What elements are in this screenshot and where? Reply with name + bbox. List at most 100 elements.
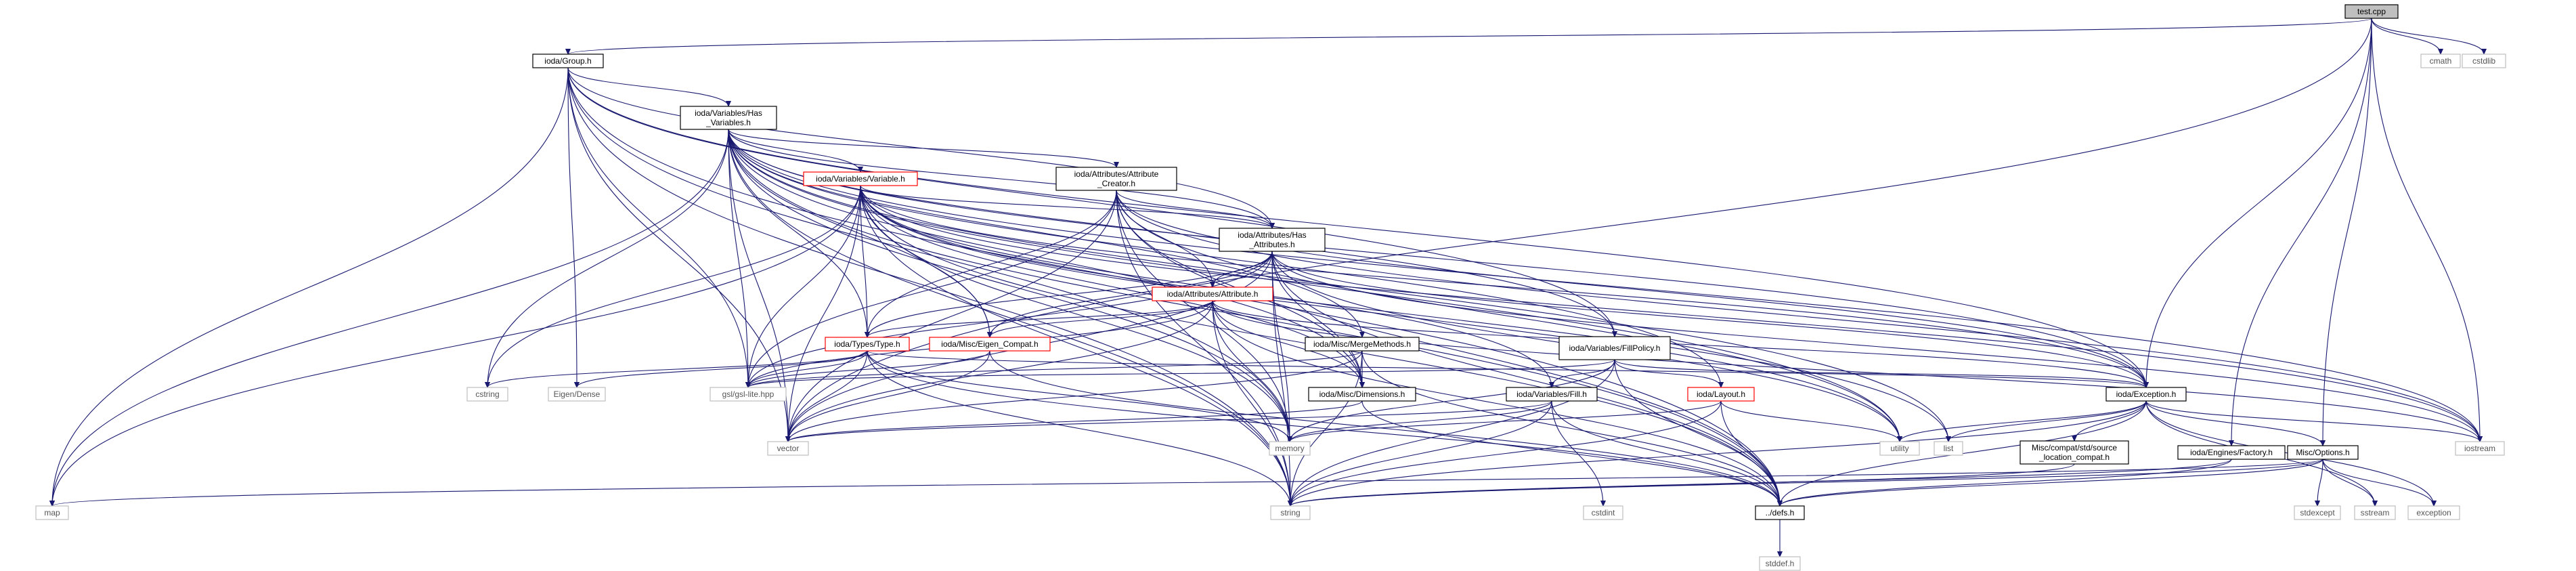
node-layout-label: ioda/Layout.h <box>1697 389 1745 399</box>
node-dimensions-box <box>1308 387 1416 402</box>
edge-variable-to-fill <box>860 185 1552 387</box>
edge-fillpolicy-to-layout <box>1614 359 1721 387</box>
edge-fill-to-memory <box>1290 400 1552 442</box>
edge-hasvars-to-cstring <box>487 129 729 387</box>
edge-test-to-group <box>568 18 2372 54</box>
edge-attrcreator-to-hasattrs <box>1116 190 1272 228</box>
node-fillpolicy-box <box>1558 336 1671 360</box>
node-eigendense: Eigen/Dense <box>548 387 606 402</box>
node-attribute[interactable]: ioda/Attributes/Attribute.h <box>1152 287 1273 301</box>
node-fill-label: ioda/Variables/Fill.h <box>1516 389 1587 399</box>
edge-variable-to-list <box>860 185 1948 442</box>
node-sstream-box <box>2354 505 2396 520</box>
edge-hasattrs-to-defs <box>1271 251 1780 506</box>
edge-type-to-gsl <box>748 350 868 387</box>
edge-fillpolicy-to-string <box>1290 359 1615 506</box>
edge-exception-to-options <box>2145 400 2323 446</box>
node-cmath-label: cmath <box>2430 56 2452 66</box>
edge-group-to-exception <box>567 67 2146 387</box>
node-attribute-label: ioda/Attributes/Attribute.h <box>1167 289 1259 299</box>
edge-hasvars-to-utility <box>728 129 1900 442</box>
edge-options-to-map <box>52 459 2323 506</box>
edge-hasvars-to-defs <box>728 129 1780 506</box>
edge-variable-to-hasattrs <box>860 185 1272 228</box>
edge-hasattrs-to-exception <box>1271 251 2146 387</box>
node-cstring-box <box>466 387 508 402</box>
node-exception[interactable]: ioda/Exception.h <box>2105 387 2187 402</box>
node-dimensions[interactable]: ioda/Misc/Dimensions.h <box>1308 387 1416 402</box>
edge-mergemethods-to-string <box>1290 350 1363 506</box>
node-fillpolicy[interactable]: ioda/Variables/FillPolicy.h <box>1558 336 1671 360</box>
node-options[interactable]: Misc/Options.h <box>2287 445 2359 460</box>
node-eigencompat[interactable]: ioda/Misc/Eigen_Compat.h <box>929 337 1051 352</box>
node-utility-box <box>1879 441 1920 456</box>
edge-variable-to-type <box>860 185 867 337</box>
edge-attribute-to-dimensions <box>1212 300 1362 387</box>
node-cstdint-box <box>1583 505 1623 520</box>
node-options-box <box>2287 445 2359 460</box>
edge-fillpolicy-to-memory <box>1290 359 1615 442</box>
node-stdexcept: stdexcept <box>2294 505 2341 520</box>
edge-hasvars-to-memory <box>728 129 1290 442</box>
edge-attrcreator-to-gsl <box>748 190 1117 387</box>
node-fill[interactable]: ioda/Variables/Fill.h <box>1506 387 1598 402</box>
node-factory[interactable]: ioda/Engines/Factory.h <box>2177 445 2286 460</box>
node-gsl: gsl/gsl-lite.hpp <box>710 387 787 402</box>
node-cstdint-label: cstdint <box>1592 508 1615 517</box>
node-attrcreator-label: ioda/Attributes/Attribute <box>1074 169 1159 179</box>
node-type[interactable]: ioda/Types/Type.h <box>825 337 910 352</box>
edge-test-to-options <box>2323 18 2372 446</box>
edge-fill-to-cstdint <box>1551 400 1603 506</box>
edge-variable-to-eigencompat <box>860 185 990 337</box>
edge-test-to-vector <box>788 18 2372 442</box>
node-hasattrs-label: ioda/Attributes/Has <box>1238 230 1306 240</box>
node-hasvars-box <box>680 106 777 130</box>
node-hasattrs-box <box>1219 228 1326 252</box>
node-hasvars-label: ioda/Variables/Has <box>695 108 762 118</box>
edge-hasattrs-to-gsl <box>748 251 1273 387</box>
node-eigendense-label: Eigen/Dense <box>554 389 601 399</box>
node-memory: memory <box>1269 441 1311 456</box>
node-gsl-box <box>710 387 787 402</box>
node-string-box <box>1270 505 1311 520</box>
node-group[interactable]: ioda/Group.h <box>532 54 604 68</box>
edge-hasattrs-to-iostream <box>1271 251 2480 442</box>
node-exception-box <box>2105 387 2187 402</box>
node-mergemethods[interactable]: ioda/Misc/MergeMethods.h <box>1305 337 1420 352</box>
node-eigencompat-box <box>929 337 1051 352</box>
edge-group-to-fillpolicy <box>567 67 1615 337</box>
node-vector-box <box>767 441 809 456</box>
edge-variable-to-gsl <box>748 185 861 387</box>
node-factory-label: ioda/Engines/Factory.h <box>2190 448 2273 457</box>
node-variable-label: ioda/Variables/Variable.h <box>816 174 905 184</box>
node-cstdlib-label: cstdlib <box>2472 56 2495 66</box>
node-defs[interactable]: ../defs.h <box>1755 505 1805 520</box>
node-map: map <box>35 505 69 520</box>
edge-layout-to-memory <box>1290 400 1722 442</box>
edge-hasattrs-to-eigencompat <box>990 251 1273 337</box>
node-attrcreator[interactable]: ioda/Attributes/Attribute_Creator.h <box>1055 167 1177 191</box>
node-cmath-box <box>2420 54 2461 68</box>
node-srcloc[interactable]: Misc/compat/std/source_location_compat.h <box>2020 440 2129 465</box>
node-stddef-label: stddef.h <box>1766 559 1795 568</box>
edge-attrcreator-to-type <box>867 190 1117 337</box>
edge-hasvars-to-attrcreator <box>728 129 1116 167</box>
node-layout[interactable]: ioda/Layout.h <box>1687 387 1755 402</box>
edge-attrcreator-to-vector <box>788 190 1117 442</box>
node-hasattrs-label: _Attributes.h <box>1248 240 1294 249</box>
node-vector: vector <box>767 441 809 456</box>
node-fillpolicy-label: ioda/Variables/FillPolicy.h <box>1569 343 1661 353</box>
node-fill-box <box>1506 387 1598 402</box>
node-variable[interactable]: ioda/Variables/Variable.h <box>803 171 918 186</box>
node-layer: test.cpp cmath cstdlib ioda/Group.h ioda/Var… <box>35 4 2506 571</box>
node-hasattrs[interactable]: ioda/Attributes/Has_Attributes.h <box>1219 228 1326 252</box>
node-cstdlib-box <box>2462 54 2506 68</box>
edge-group-to-string <box>567 67 1290 506</box>
node-test[interactable]: test.cpp <box>2344 4 2399 19</box>
edge-layout-to-string <box>1290 400 1722 506</box>
edge-attribute-to-defs <box>1212 300 1780 506</box>
node-utility: utility <box>1879 441 1920 456</box>
node-attribute-box <box>1152 287 1273 301</box>
node-hasvars[interactable]: ioda/Variables/Has_Variables.h <box>680 106 777 130</box>
